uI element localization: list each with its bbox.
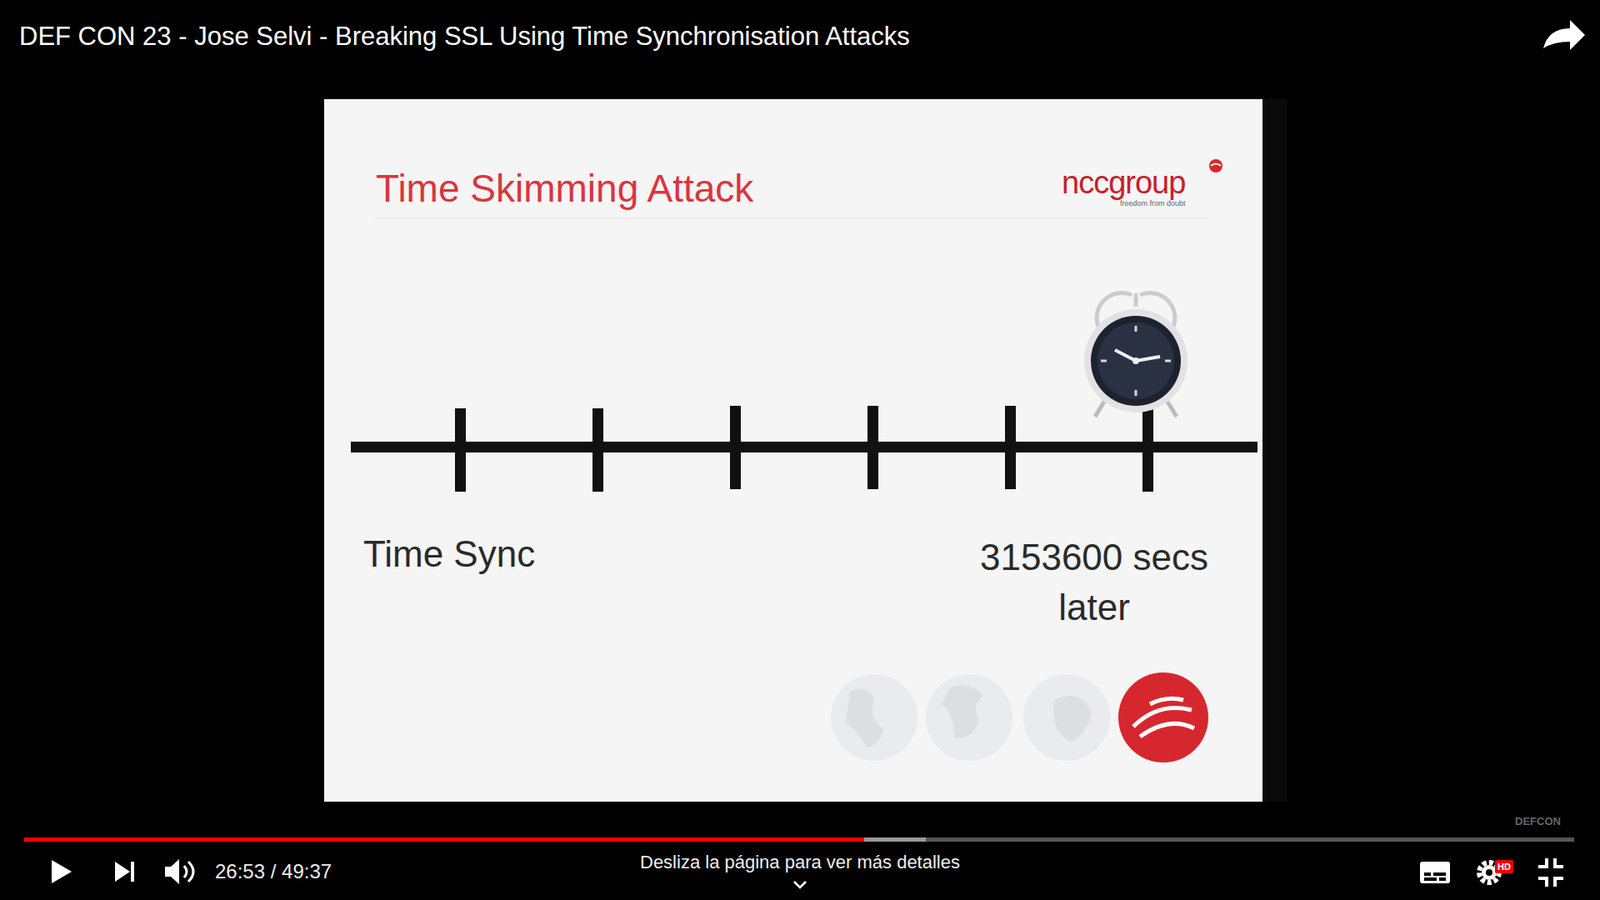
video-title: DEF CON 23 - Jose Selvi - Breaking SSL U… [19, 20, 910, 53]
logo-wordmark: nccgroup [1061, 164, 1185, 201]
watermark: DEFCON [1515, 815, 1561, 829]
timeline-end-label: 3153600 secs later [965, 532, 1224, 633]
timeline-axis [350, 441, 1258, 453]
progress-played [24, 837, 865, 842]
hd-text: HD [1495, 860, 1514, 873]
slide-shadow [1262, 99, 1288, 802]
next-bar [130, 861, 135, 882]
volume-icon [165, 859, 194, 885]
timeline-ticks [455, 405, 1154, 492]
scroll-hint: Desliza la página para ver más detalles [550, 851, 1050, 874]
subtitles-icon [1420, 861, 1450, 884]
logo-swirl [1210, 164, 1221, 167]
next-icon [115, 861, 130, 882]
logo-tagline: freedom from doubt [1120, 199, 1186, 209]
logo-dot [1209, 159, 1223, 173]
slide-background [324, 99, 1263, 802]
alarm-clock [1084, 293, 1188, 417]
share-icon [1543, 20, 1585, 50]
time-display: 26:53 / 49:37 [215, 860, 332, 884]
timeline-start-label: Time Sync [363, 530, 535, 578]
hd-badge [1495, 860, 1514, 874]
progress-track [24, 837, 1575, 842]
exit-fullscreen-icon [1538, 858, 1564, 887]
slide-title: Time Skimming Attack [375, 165, 754, 212]
chevron-icon [794, 881, 806, 888]
globe-icons [830, 672, 1209, 763]
title-rule [375, 217, 1209, 220]
play-icon [51, 860, 72, 884]
progress-buffered [864, 837, 926, 842]
